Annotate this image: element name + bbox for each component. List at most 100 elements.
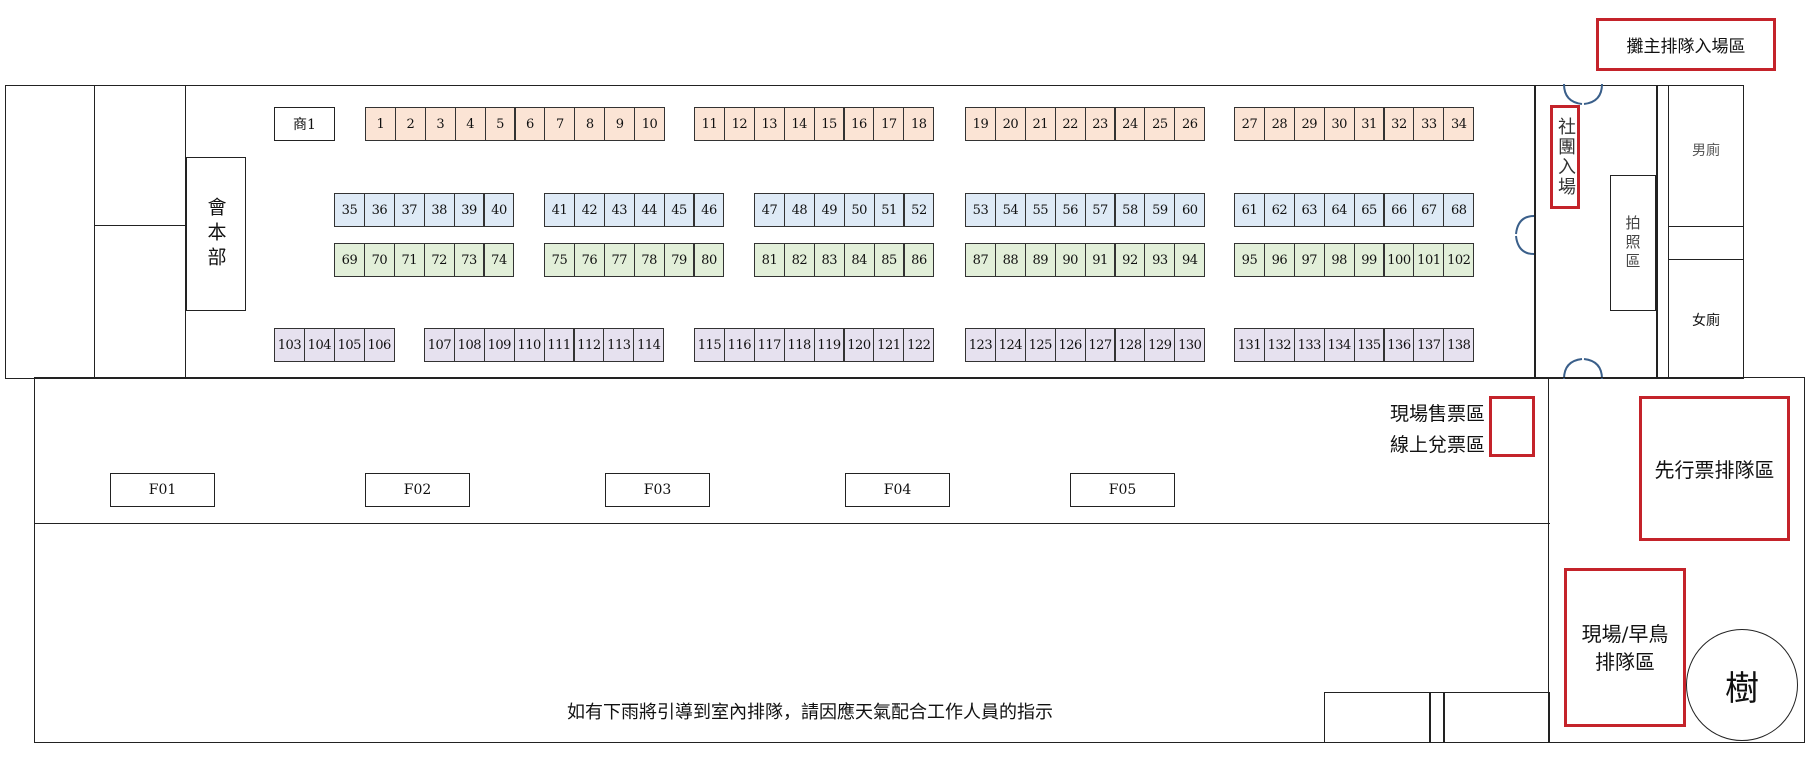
booth-15: 15 [813,107,845,141]
booth-98: 98 [1323,243,1355,277]
booth-49: 49 [813,193,845,227]
booth-111: 111 [543,328,575,362]
priority-queue-label: 先行票排隊區 [1654,458,1775,482]
booth-29: 29 [1293,107,1325,141]
vendor-queue-label: 攤主排隊入場區 [1626,37,1746,57]
booth-83: 83 [813,243,845,277]
booth-86: 86 [903,243,935,277]
left-room-2-outline [94,85,186,379]
booth-135: 135 [1353,328,1385,362]
booth-63: 63 [1293,193,1325,227]
booth-18: 18 [903,107,935,141]
booth-79: 79 [663,243,695,277]
booth-132: 132 [1263,328,1295,362]
food-stall-f03: F03 [605,473,710,507]
booth-125: 125 [1024,328,1056,362]
booth-13: 13 [753,107,785,141]
booth-112: 112 [573,328,605,362]
booth-22: 22 [1054,107,1086,141]
shop-1-label: 商1 [293,117,316,133]
booth-121: 121 [873,328,905,362]
booth-134: 134 [1323,328,1355,362]
booth-40: 40 [483,193,515,227]
booth-61: 61 [1234,193,1265,227]
booth-46: 46 [693,193,725,227]
priority-queue-zone [1639,396,1790,541]
booth-91: 91 [1084,243,1116,277]
booth-117: 117 [753,328,785,362]
booth-41: 41 [544,193,575,227]
outdoor-area-outline [34,377,1805,743]
booth-33: 33 [1413,107,1445,141]
headquarters-label: 會本部 [204,196,227,272]
booth-94: 94 [1174,243,1206,277]
booth-80: 80 [693,243,725,277]
booth-101: 101 [1413,243,1445,277]
booth-105: 105 [333,328,365,362]
booth-107: 107 [424,328,455,362]
booth-51: 51 [873,193,905,227]
booth-54: 54 [994,193,1026,227]
booth-47: 47 [754,193,785,227]
booth-6: 6 [514,107,546,141]
booth-129: 129 [1144,328,1176,362]
club-entry-zone [1550,105,1580,209]
booth-71: 71 [393,243,425,277]
headquarters-box [186,157,246,311]
photo-area [1610,175,1656,311]
booth-72: 72 [423,243,455,277]
booth-17: 17 [873,107,905,141]
booth-106: 106 [363,328,395,362]
door-icon-side [1515,215,1535,255]
booth-20: 20 [994,107,1026,141]
booth-89: 89 [1024,243,1056,277]
booth-45: 45 [663,193,695,227]
booth-103: 103 [274,328,305,362]
booth-58: 58 [1114,193,1146,227]
booth-95: 95 [1234,243,1265,277]
booth-31: 31 [1353,107,1385,141]
booth-113: 113 [603,328,635,362]
booth-104: 104 [303,328,335,362]
restroom-inner-wall [1668,85,1744,379]
onsite-early-queue-line-1: 現場/早鳥 [1581,621,1669,646]
booth-42: 42 [573,193,605,227]
left-room-divider [94,225,186,227]
booth-10: 10 [634,107,665,141]
booth-11: 11 [694,107,725,141]
booth-27: 27 [1234,107,1265,141]
ticket-booth-zone [1489,396,1535,457]
booth-81: 81 [754,243,785,277]
rain-notice: 如有下雨將引導到室內排隊，請因應天氣配合工作人員的指示 [567,702,1053,723]
booth-3: 3 [424,107,456,141]
booth-5: 5 [484,107,516,141]
booth-114: 114 [633,328,665,362]
shop-1-booth [274,107,335,141]
booth-119: 119 [813,328,845,362]
booth-75: 75 [544,243,575,277]
booth-93: 93 [1144,243,1176,277]
booth-84: 84 [843,243,875,277]
womens-restroom-label: 女廁 [1692,312,1720,328]
online-redeem-label: 線上兌票區 [1389,433,1485,456]
booth-25: 25 [1144,107,1176,141]
booth-73: 73 [453,243,485,277]
booth-44: 44 [633,193,665,227]
booth-48: 48 [783,193,815,227]
mens-restroom-label: 男廁 [1692,142,1720,158]
outdoor-area-divider [34,523,1550,525]
booth-115: 115 [694,328,725,362]
booth-127: 127 [1084,328,1116,362]
booth-21: 21 [1024,107,1056,141]
onsite-early-queue-line-2: 排隊區 [1595,649,1655,674]
booth-39: 39 [453,193,485,227]
booth-12: 12 [723,107,755,141]
booth-102: 102 [1443,243,1475,277]
booth-56: 56 [1054,193,1086,227]
door-icon-bottom [1563,358,1603,379]
booth-122: 122 [903,328,935,362]
booth-77: 77 [603,243,635,277]
booth-90: 90 [1054,243,1086,277]
left-room-outline [5,85,95,379]
